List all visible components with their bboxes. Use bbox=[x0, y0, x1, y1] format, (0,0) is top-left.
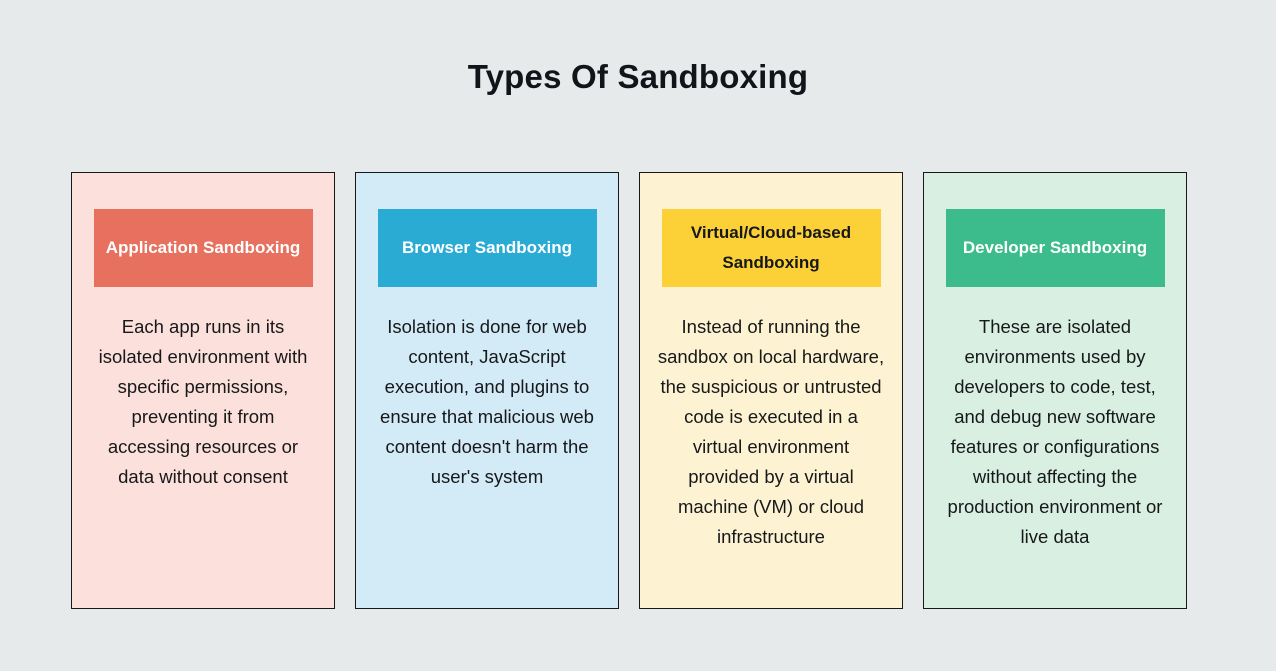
card-header-developer-sandboxing: Developer Sandboxing bbox=[945, 209, 1165, 287]
card-browser-sandboxing: Browser Sandboxing Isolation is done for… bbox=[355, 172, 619, 609]
page-title: Types Of Sandboxing bbox=[467, 58, 809, 95]
card-body-developer-sandboxing: These are isolated environments used by … bbox=[947, 316, 1163, 547]
card-virtual-cloud-based-sandboxing: Virtual/Cloud-based Sandboxing Instead o… bbox=[639, 172, 903, 609]
card-developer-sandboxing: Developer Sandboxing These are isolated … bbox=[923, 172, 1187, 609]
card-application-sandboxing: Application Sandboxing Each app runs in … bbox=[71, 172, 335, 609]
card-header-virtual-cloud-based-sandboxing: Virtual/Cloud-based Sandboxing bbox=[661, 209, 881, 287]
card-body-browser-sandboxing: Isolation is done for web content, JavaS… bbox=[380, 316, 594, 487]
card-header-browser-sandboxing: Browser Sandboxing bbox=[377, 209, 597, 287]
card-body-application-sandboxing: Each app runs in its isolated environmen… bbox=[98, 316, 308, 487]
card-header-application-sandboxing: Application Sandboxing bbox=[93, 209, 313, 287]
card-grid: Application Sandboxing Each app runs in … bbox=[71, 172, 1187, 610]
card-body-virtual-cloud-based-sandboxing: Instead of running the sandbox on local … bbox=[657, 316, 885, 547]
